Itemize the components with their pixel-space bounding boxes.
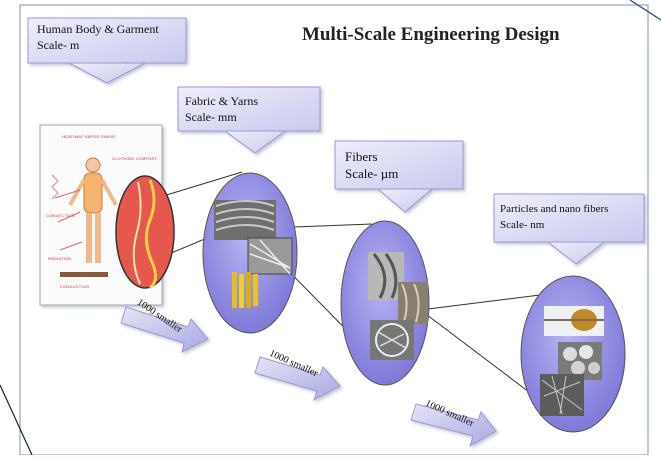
corner-line: [0, 384, 33, 456]
scale-box-particles: [493, 193, 645, 265]
scale-box-fibers: [334, 140, 464, 213]
box-particles-name: Particles and nano fibers: [500, 203, 609, 215]
figure-label-top: HEAT/WAT VAPOR-SWEAT: [62, 134, 116, 139]
figure-label-comfort: CLOTHING COMFORT: [112, 156, 158, 161]
box-fabric-name: Fabric & Yarns: [185, 94, 259, 108]
box-human-scale: Scale- m: [37, 38, 80, 52]
particles-ellipse: [520, 275, 626, 433]
box-fibers-scale: Scale- µm: [345, 166, 399, 181]
human-body-panel: [39, 124, 175, 306]
figure-label-conduction: CONDUCTION: [60, 284, 90, 289]
scale-box-fabric: [177, 86, 321, 154]
box-particles-scale: Scale- nm: [500, 219, 545, 231]
figure-label-radiation: RADIATION: [48, 256, 72, 261]
fabric-ellipse: [202, 172, 298, 334]
box-fabric-scale: Scale- mm: [185, 110, 237, 124]
corner-line-top: [629, 0, 661, 21]
arrow-1000-smaller-1: [120, 306, 209, 353]
diagram-title: Multi-Scale Engineering Design: [302, 24, 560, 45]
box-human-name: Human Body & Garment: [37, 22, 159, 36]
box-fibers-name: Fibers: [345, 149, 378, 164]
scale-box-human: [27, 17, 187, 84]
figure-label-convection: CONVECTION: [46, 213, 75, 218]
arrow-1000-smaller-2: [254, 356, 341, 402]
arrow-1000-smaller-3: [410, 403, 497, 448]
fibers-ellipse: [340, 220, 430, 386]
